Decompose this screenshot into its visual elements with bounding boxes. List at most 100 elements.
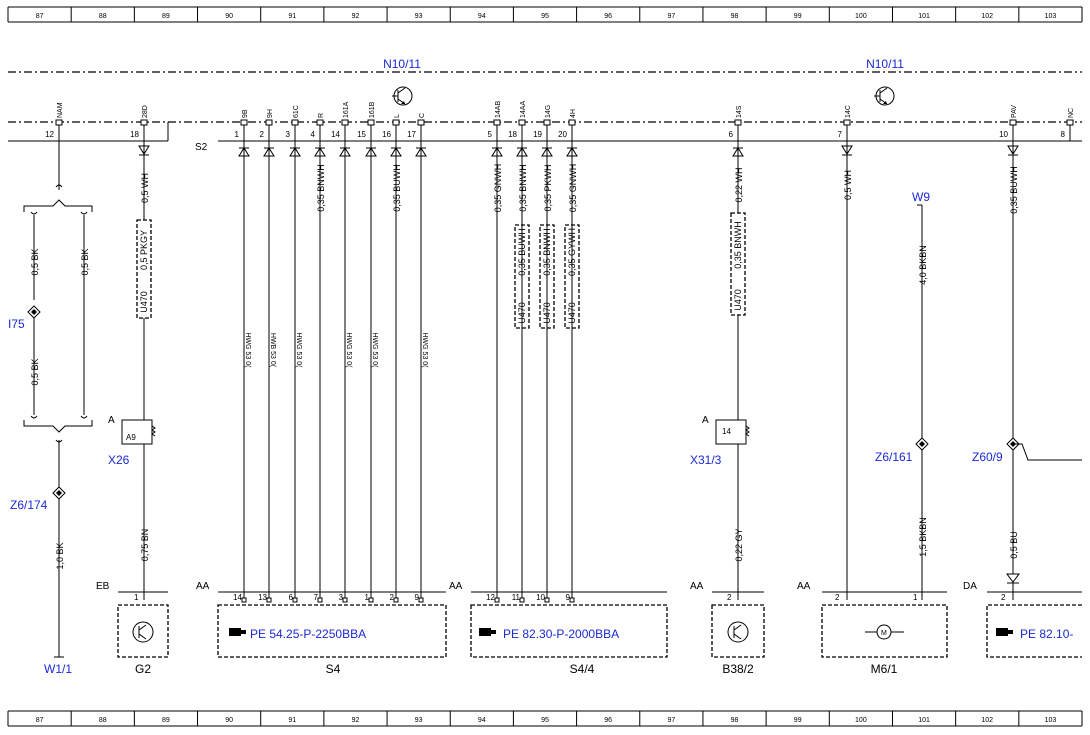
grid-column-label: 102 — [981, 13, 993, 20]
s4-pin-number: 13 — [258, 593, 267, 602]
module-n10-11-boundary: N10/11 N10/11 — [8, 57, 1082, 123]
s2-pin-terminal — [493, 119, 501, 126]
s2-pin-code: PAV — [1011, 105, 1018, 118]
label-i75[interactable]: I75 — [8, 317, 25, 331]
grid-column-label: 94 — [478, 717, 486, 724]
device-m6-1[interactable]: M6/1 — [871, 662, 898, 676]
device-g2[interactable]: G2 — [135, 662, 151, 676]
grid-column-label: 101 — [918, 13, 930, 20]
wire-label: 1,5 BKBN — [918, 517, 928, 557]
ref-s4-4[interactable]: PE 82.30-P-2000BBA — [503, 627, 619, 641]
s2-pin-number: 3 — [286, 130, 291, 139]
s4-4-pin-terminal — [519, 597, 525, 603]
wire-label: 0,5 WH — [140, 173, 150, 203]
grid-column-label: 99 — [794, 717, 802, 724]
grid-column-label: 94 — [478, 13, 486, 20]
label-x31-3[interactable]: X31/3 — [690, 453, 722, 467]
wire-label: 0,35 BUWH — [1009, 166, 1019, 214]
transistor-icon — [392, 86, 413, 106]
pin-label: 2 — [727, 593, 732, 602]
grid-column-label: 89 — [162, 717, 170, 724]
label-z6-174[interactable]: Z6/174 — [10, 498, 48, 512]
wire-label: 0,35 GNWH — [568, 164, 578, 213]
sensor-icon — [727, 621, 749, 643]
label-aa-s4-right: AA — [449, 581, 463, 592]
label-aa-s4-left: AA — [196, 581, 210, 592]
book-reference-icon[interactable] — [229, 628, 246, 636]
twisted-wire-label: HWB 53 0( — [269, 333, 276, 368]
s2-pin-terminal — [417, 119, 425, 126]
s2-pin-number: 8 — [1061, 130, 1066, 139]
wire-label: 0,5 WH — [843, 170, 853, 200]
wire-label: 0,35 PKWH — [543, 164, 553, 211]
s2-pin-terminal — [568, 119, 576, 126]
s2-pin-terminal — [1009, 119, 1017, 126]
connector-s2-label[interactable]: S2 — [195, 142, 208, 153]
twisted-wire-label: HWG 53 0( — [421, 332, 428, 368]
grid-column-label: 89 — [162, 13, 170, 20]
grid-column-label: 90 — [225, 13, 233, 20]
s2-pin-number: 12 — [45, 130, 54, 139]
s4-pin-number: 3 — [339, 593, 344, 602]
grid-column-label: 96 — [604, 717, 612, 724]
label-a9: A9 — [126, 433, 136, 442]
label-w1-1[interactable]: W1/1 — [44, 662, 72, 676]
s2-pin-code: 14G — [545, 105, 552, 118]
grid-column-label: 102 — [981, 717, 993, 724]
pin-label: 2 — [835, 593, 840, 602]
label-z6-161[interactable]: Z6/161 — [875, 450, 913, 464]
ref-s4[interactable]: PE 54.25-P-2250BBA — [250, 627, 366, 641]
s2-pin-terminal — [843, 119, 851, 126]
device-s4-4[interactable]: S4/4 — [570, 662, 595, 676]
module-label-right[interactable]: N10/11 — [866, 57, 904, 71]
label-eb: EB — [96, 581, 110, 592]
s2-pin-terminal — [55, 119, 63, 126]
label-z60-9[interactable]: Z60/9 — [972, 450, 1003, 464]
s2-pin-number: 18 — [130, 130, 139, 139]
wire-label: 4,0 BKBN — [918, 245, 928, 285]
s4-group: HWG 53 0(HWB 53 0(HWG 53 0(HWG 53 0(HWG … — [196, 160, 463, 676]
book-reference-icon[interactable] — [479, 628, 496, 636]
wire-label: 0,5 BK — [30, 248, 40, 275]
transistor-icon — [874, 86, 895, 106]
s2-pin-number: 15 — [357, 130, 366, 139]
grid-column-label: 93 — [415, 717, 423, 724]
s2-pin-terminal — [518, 119, 526, 126]
grid-column-label: 103 — [1045, 13, 1057, 20]
s2-pin-terminal — [341, 119, 349, 126]
s4-4-pin-number: 10 — [536, 593, 545, 602]
grid-column-label: 93 — [415, 13, 423, 20]
grid-column-label: 100 — [855, 13, 867, 20]
s2-pin-terminal — [140, 119, 148, 126]
label-pin14: 14 — [722, 427, 731, 436]
ref-da[interactable]: PE 82.10- — [1020, 627, 1073, 641]
wire-label: 0,22 GY — [734, 528, 744, 561]
module-label-left[interactable]: N10/11 — [383, 57, 421, 71]
grid-column-label: 92 — [352, 717, 360, 724]
s4-pin-number: 6 — [289, 593, 294, 602]
book-reference-icon[interactable] — [996, 628, 1013, 636]
grid-column-label: 95 — [541, 717, 549, 724]
wire-label: 0,5 BK — [80, 248, 90, 275]
grid-column-label: 88 — [99, 13, 107, 20]
label-x26[interactable]: X26 — [108, 453, 130, 467]
wire-label: 0,35 GNWH — [493, 164, 503, 213]
grid-column-label: 98 — [731, 717, 739, 724]
grid-column-label: 97 — [667, 717, 675, 724]
s4-pin-terminal — [241, 597, 247, 603]
wire-label: 0,35 BNWH — [316, 164, 326, 212]
s2-pin-number: 19 — [533, 130, 542, 139]
s4-pin-terminal — [368, 597, 374, 603]
label-aa-b38: AA — [690, 581, 704, 592]
wire-label: 0,5 PKGY — [139, 230, 149, 270]
grid-column-label: 87 — [36, 13, 44, 20]
device-b38-2[interactable]: B38/2 — [722, 662, 754, 676]
device-s4[interactable]: S4 — [326, 662, 341, 676]
s4-4-group: 0,35 GNWH 0,35 BNWH 0,35 PKWH 0,35 GNWH … — [470, 160, 668, 676]
s2-pin-number: 17 — [407, 130, 416, 139]
label-w9[interactable]: W9 — [912, 190, 930, 204]
s2-pin-number: 1 — [235, 130, 240, 139]
label-aa-m6: AA — [797, 581, 811, 592]
